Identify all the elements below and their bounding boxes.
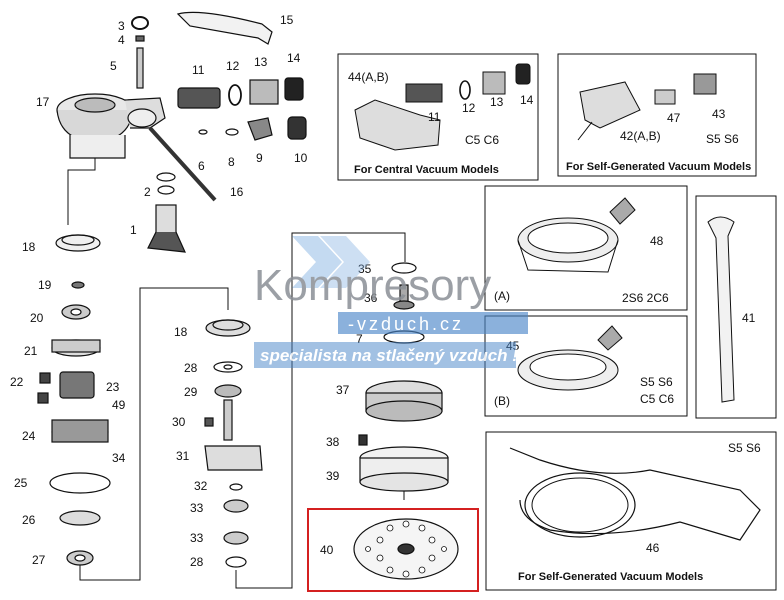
label-14: 14 bbox=[287, 51, 301, 65]
middle-stack bbox=[204, 232, 406, 589]
hose-caption: For Self-Generated Vacuum Models bbox=[518, 571, 703, 583]
label-47: 47 bbox=[667, 111, 681, 125]
label-13-inset: 13 bbox=[490, 95, 504, 109]
label-19: 19 bbox=[38, 278, 52, 292]
watermark-brand: Kompresory bbox=[254, 261, 491, 310]
central-models: C5 C6 bbox=[465, 133, 499, 147]
label-37: 37 bbox=[336, 383, 350, 397]
hood-b-tag: (B) bbox=[494, 394, 510, 408]
label-33-top: 33 bbox=[190, 501, 204, 515]
label-11-inset: 11 bbox=[428, 110, 441, 124]
central-caption: For Central Vacuum Models bbox=[354, 164, 499, 176]
pad-stack bbox=[353, 262, 459, 580]
self-models: S5 S6 bbox=[706, 132, 739, 146]
label-29: 29 bbox=[184, 385, 198, 399]
label-49: 49 bbox=[112, 398, 126, 412]
label-1: 1 bbox=[130, 223, 137, 237]
label-7: 7 bbox=[356, 332, 363, 346]
label-46: 46 bbox=[646, 541, 660, 555]
watermark: Kompresory -vzduch.cz specialista na stl… bbox=[254, 236, 528, 368]
hood-a-tag: (A) bbox=[494, 289, 510, 303]
label-12-inset: 12 bbox=[462, 101, 476, 115]
label-15: 15 bbox=[280, 13, 294, 27]
label-26: 26 bbox=[22, 513, 36, 527]
main-body-group bbox=[56, 11, 307, 253]
watermark-domain: -vzduch.cz bbox=[348, 314, 464, 334]
label-4: 4 bbox=[118, 33, 125, 47]
label-21: 21 bbox=[24, 344, 38, 358]
label-23: 23 bbox=[106, 380, 120, 394]
label-14-inset: 14 bbox=[520, 93, 534, 107]
label-48: 48 bbox=[650, 234, 664, 248]
wrench-box: 41 bbox=[695, 195, 777, 419]
label-41: 41 bbox=[742, 311, 756, 325]
label-22: 22 bbox=[10, 375, 24, 389]
label-6: 6 bbox=[198, 159, 205, 173]
label-11: 11 bbox=[192, 63, 205, 77]
hose-box: S5 S6 46 For Self-Generated Vacuum Model… bbox=[485, 431, 777, 591]
label-28-top: 28 bbox=[184, 361, 198, 375]
label-24: 24 bbox=[22, 429, 36, 443]
label-35: 35 bbox=[358, 262, 372, 276]
highlight-box-part-40 bbox=[307, 508, 479, 592]
label-20: 20 bbox=[30, 311, 44, 325]
label-9: 9 bbox=[256, 151, 263, 165]
label-42: 42(A,B) bbox=[620, 129, 661, 143]
label-44: 44(A,B) bbox=[348, 70, 389, 84]
label-38: 38 bbox=[326, 435, 340, 449]
label-30: 30 bbox=[172, 415, 186, 429]
watermark-tagline: specialista na stlačený vzduch ! bbox=[260, 346, 518, 365]
label-34: 34 bbox=[112, 451, 126, 465]
left-stack bbox=[37, 234, 229, 581]
self-generated-box: 42(A,B) 47 43 S5 S6 For Self-Generated V… bbox=[557, 53, 757, 177]
part-labels: 3 4 5 15 17 11 12 13 14 6 8 9 10 2 16 1 … bbox=[10, 13, 378, 569]
hood-a-models: 2S6 2C6 bbox=[622, 291, 669, 305]
label-5: 5 bbox=[110, 59, 117, 73]
central-vacuum-box: 44(A,B) 11 12 13 14 C5 C6 For Central Va… bbox=[337, 53, 539, 181]
hose-models: S5 S6 bbox=[728, 441, 761, 455]
hood-b-models-bottom: C5 C6 bbox=[640, 392, 674, 406]
label-33-bottom: 33 bbox=[190, 531, 204, 545]
label-16: 16 bbox=[230, 185, 244, 199]
label-25: 25 bbox=[14, 476, 28, 490]
label-17: 17 bbox=[36, 95, 50, 109]
label-12: 12 bbox=[226, 59, 240, 73]
label-32: 32 bbox=[194, 479, 208, 493]
label-18-middle: 18 bbox=[174, 325, 188, 339]
label-3: 3 bbox=[118, 19, 125, 33]
label-27: 27 bbox=[32, 553, 46, 567]
label-13: 13 bbox=[254, 55, 268, 69]
hood-a-box: 48 (A) 2S6 2C6 bbox=[484, 185, 688, 311]
label-2: 2 bbox=[144, 185, 151, 199]
label-10: 10 bbox=[294, 151, 308, 165]
label-40: 40 bbox=[320, 543, 334, 557]
label-31: 31 bbox=[176, 449, 190, 463]
hood-b-models-top: S5 S6 bbox=[640, 375, 673, 389]
self-caption: For Self-Generated Vacuum Models bbox=[566, 161, 751, 173]
label-43: 43 bbox=[712, 107, 726, 121]
label-18-left: 18 bbox=[22, 240, 36, 254]
label-39: 39 bbox=[326, 469, 340, 483]
label-8: 8 bbox=[228, 155, 235, 169]
label-36: 36 bbox=[364, 291, 378, 305]
label-28-bottom: 28 bbox=[190, 555, 204, 569]
